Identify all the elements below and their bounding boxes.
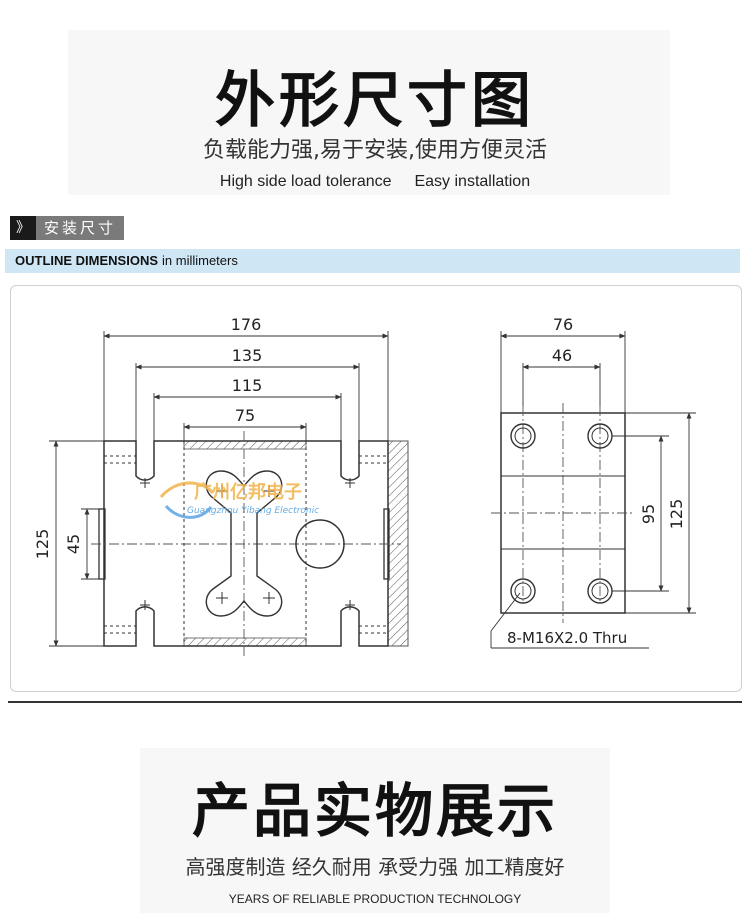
band-units: in millimeters <box>162 253 238 268</box>
footer-subtitle-en: YEARS OF RELIABLE PRODUCTION TECHNOLOGY <box>228 892 522 906</box>
dim-125-left: 125 <box>33 529 52 560</box>
top-hatch-strip <box>183 440 307 450</box>
dim-115: 115 <box>232 376 263 395</box>
dim-45: 45 <box>64 534 83 554</box>
section-tag: 》 安装尺寸 <box>10 216 125 240</box>
watermark-cn: 广州亿邦电子 <box>194 481 302 503</box>
dim-75: 75 <box>235 406 255 425</box>
watermark-en: Guangzhou Yibang Electronic <box>187 506 319 516</box>
bone-cutout <box>205 470 283 617</box>
dimension-drawing: 176 135 115 75 125 45 76 46 95 125 8-M16… <box>33 315 696 656</box>
subtitle-en: High side load tolerance Easy installati… <box>0 173 750 191</box>
band-title: OUTLINE DIMENSIONS <box>15 253 159 268</box>
dim-176: 176 <box>231 315 262 334</box>
dim-125-right: 125 <box>667 499 686 530</box>
dim-95: 95 <box>639 504 658 524</box>
page-title: 外形尺寸图 <box>215 66 535 136</box>
dim-135: 135 <box>232 346 263 365</box>
double-chevron-icon: 》 <box>10 216 36 240</box>
load-cell-body-side <box>103 440 389 647</box>
cable-hole <box>295 519 345 569</box>
dim-46: 46 <box>552 346 572 365</box>
bottom-hatch-strip <box>183 637 307 647</box>
footer-subtitle-cn: 高强度制造 经久耐用 承受力强 加工精度好 <box>185 855 565 879</box>
section-divider <box>8 701 742 703</box>
thread-note: 8-M16X2.0 Thru <box>507 629 627 647</box>
footer-title: 产品实物展示 <box>191 777 558 845</box>
wall-hatch <box>387 440 409 647</box>
watermark-logo: 广州亿邦电子 Guangzhou Yibang Electronic <box>159 481 319 519</box>
subtitle-cn: 负载能力强,易于安装,使用方便灵活 <box>203 138 547 163</box>
header-background <box>68 30 670 195</box>
footer-background <box>140 748 610 913</box>
bolt-holes <box>510 423 613 604</box>
drawing-panel: 176 135 115 75 125 45 76 46 95 125 8-M16… <box>10 285 742 692</box>
dim-76: 76 <box>553 315 573 334</box>
subtitle-en-1: High side load tolerance <box>219 173 392 190</box>
subtitle-en-2: Easy installation <box>414 173 531 190</box>
section-tag-label: 安装尺寸 <box>36 216 125 240</box>
